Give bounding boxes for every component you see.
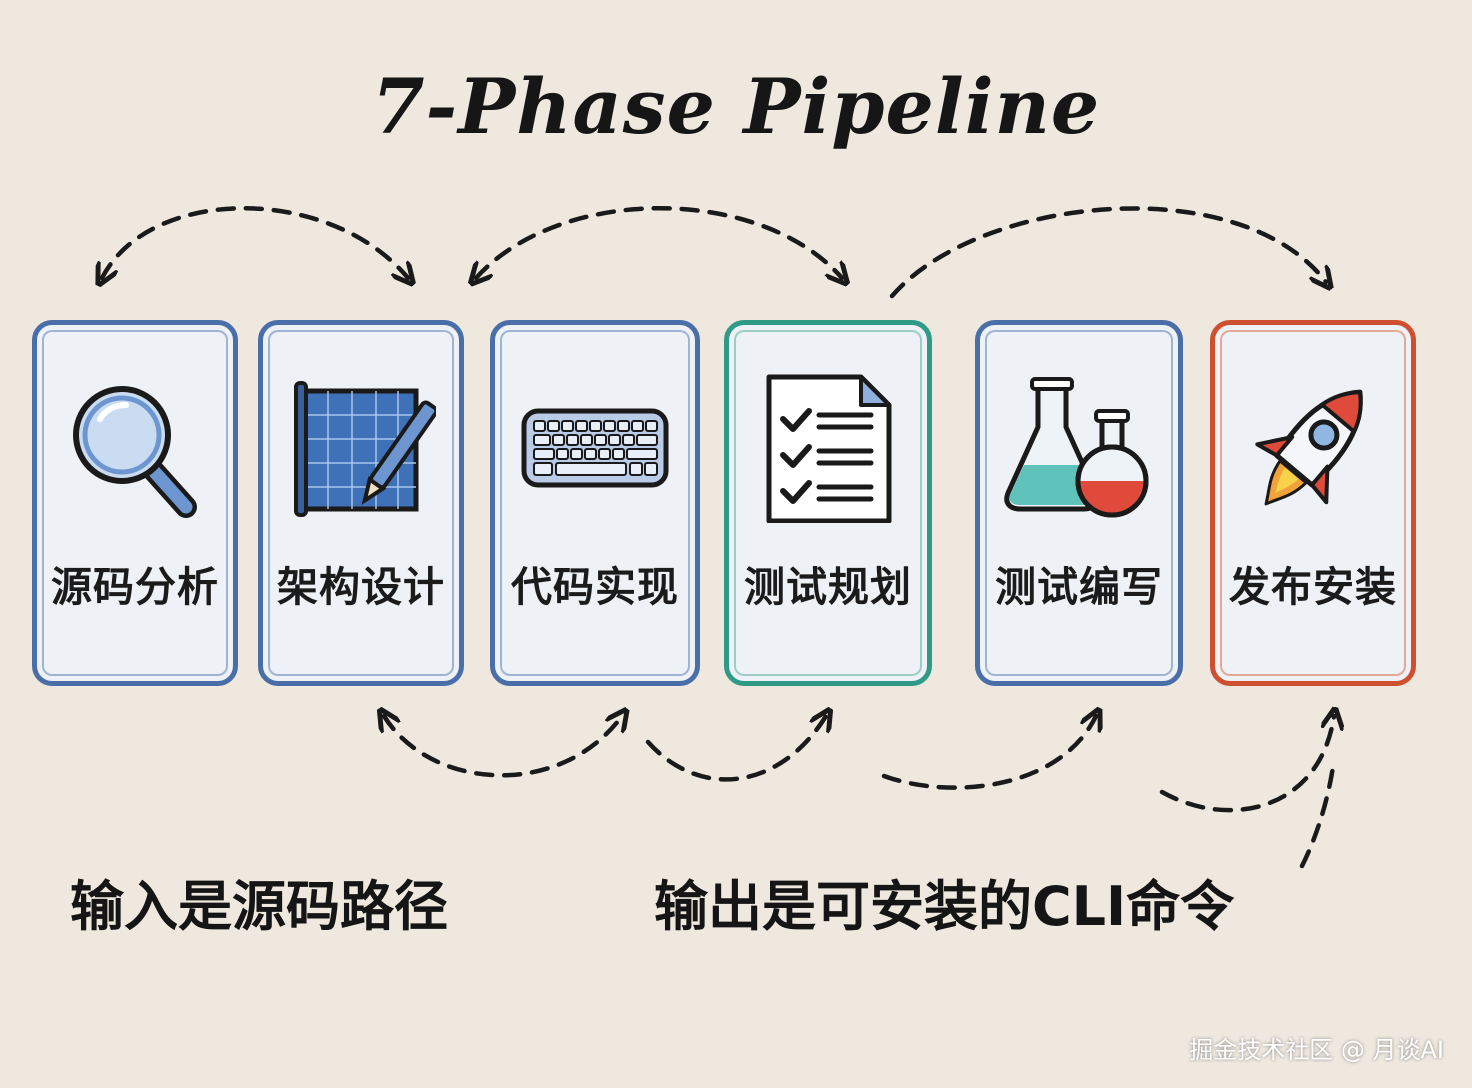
output-caption: 输出是可安装的CLI命令: [654, 875, 1235, 938]
input-caption: 输入是源码路径: [70, 875, 448, 938]
rocket-icon: [1255, 389, 1363, 506]
checklist-icon: [766, 374, 892, 523]
watermark: 掘金技术社区 @ 月谈AI: [1189, 1036, 1444, 1064]
diagram-title: 7-Phase Pipeline: [371, 62, 1101, 151]
arrow-top-1: [102, 206, 408, 278]
phase-label-3: 代码实现: [511, 563, 679, 611]
arrow-bottom-3: [881, 716, 1096, 790]
arrow-bottom-2: [645, 716, 826, 782]
arrow-bottom-1: [384, 716, 622, 778]
phase-card-2: 架构设计: [258, 320, 464, 686]
phase-card-4: 测试规划: [724, 320, 932, 686]
phase-label-4: 测试规划: [744, 563, 912, 611]
phase-card-3: 代码实现: [490, 320, 700, 686]
flask-icon: [1004, 377, 1149, 518]
magnifier-icon: [73, 386, 197, 518]
arrow-top-2: [476, 206, 842, 278]
arrow-top-3: [889, 206, 1326, 299]
phase-card-5: 测试编写: [975, 320, 1183, 686]
arrow-bottom-4: [1159, 716, 1334, 813]
phase-label-2: 架构设计: [277, 563, 445, 611]
phase-card-6: 发布安装: [1210, 320, 1416, 686]
phase-label-6: 发布安装: [1229, 563, 1397, 611]
phase-card-1: 源码分析: [32, 320, 238, 686]
phase-label-1: 源码分析: [51, 563, 219, 611]
blueprint-pen-icon: [294, 381, 436, 517]
keyboard-icon: [521, 408, 669, 488]
arrow-bottom-5: [1299, 757, 1337, 869]
phase-label-5: 测试编写: [995, 563, 1163, 611]
